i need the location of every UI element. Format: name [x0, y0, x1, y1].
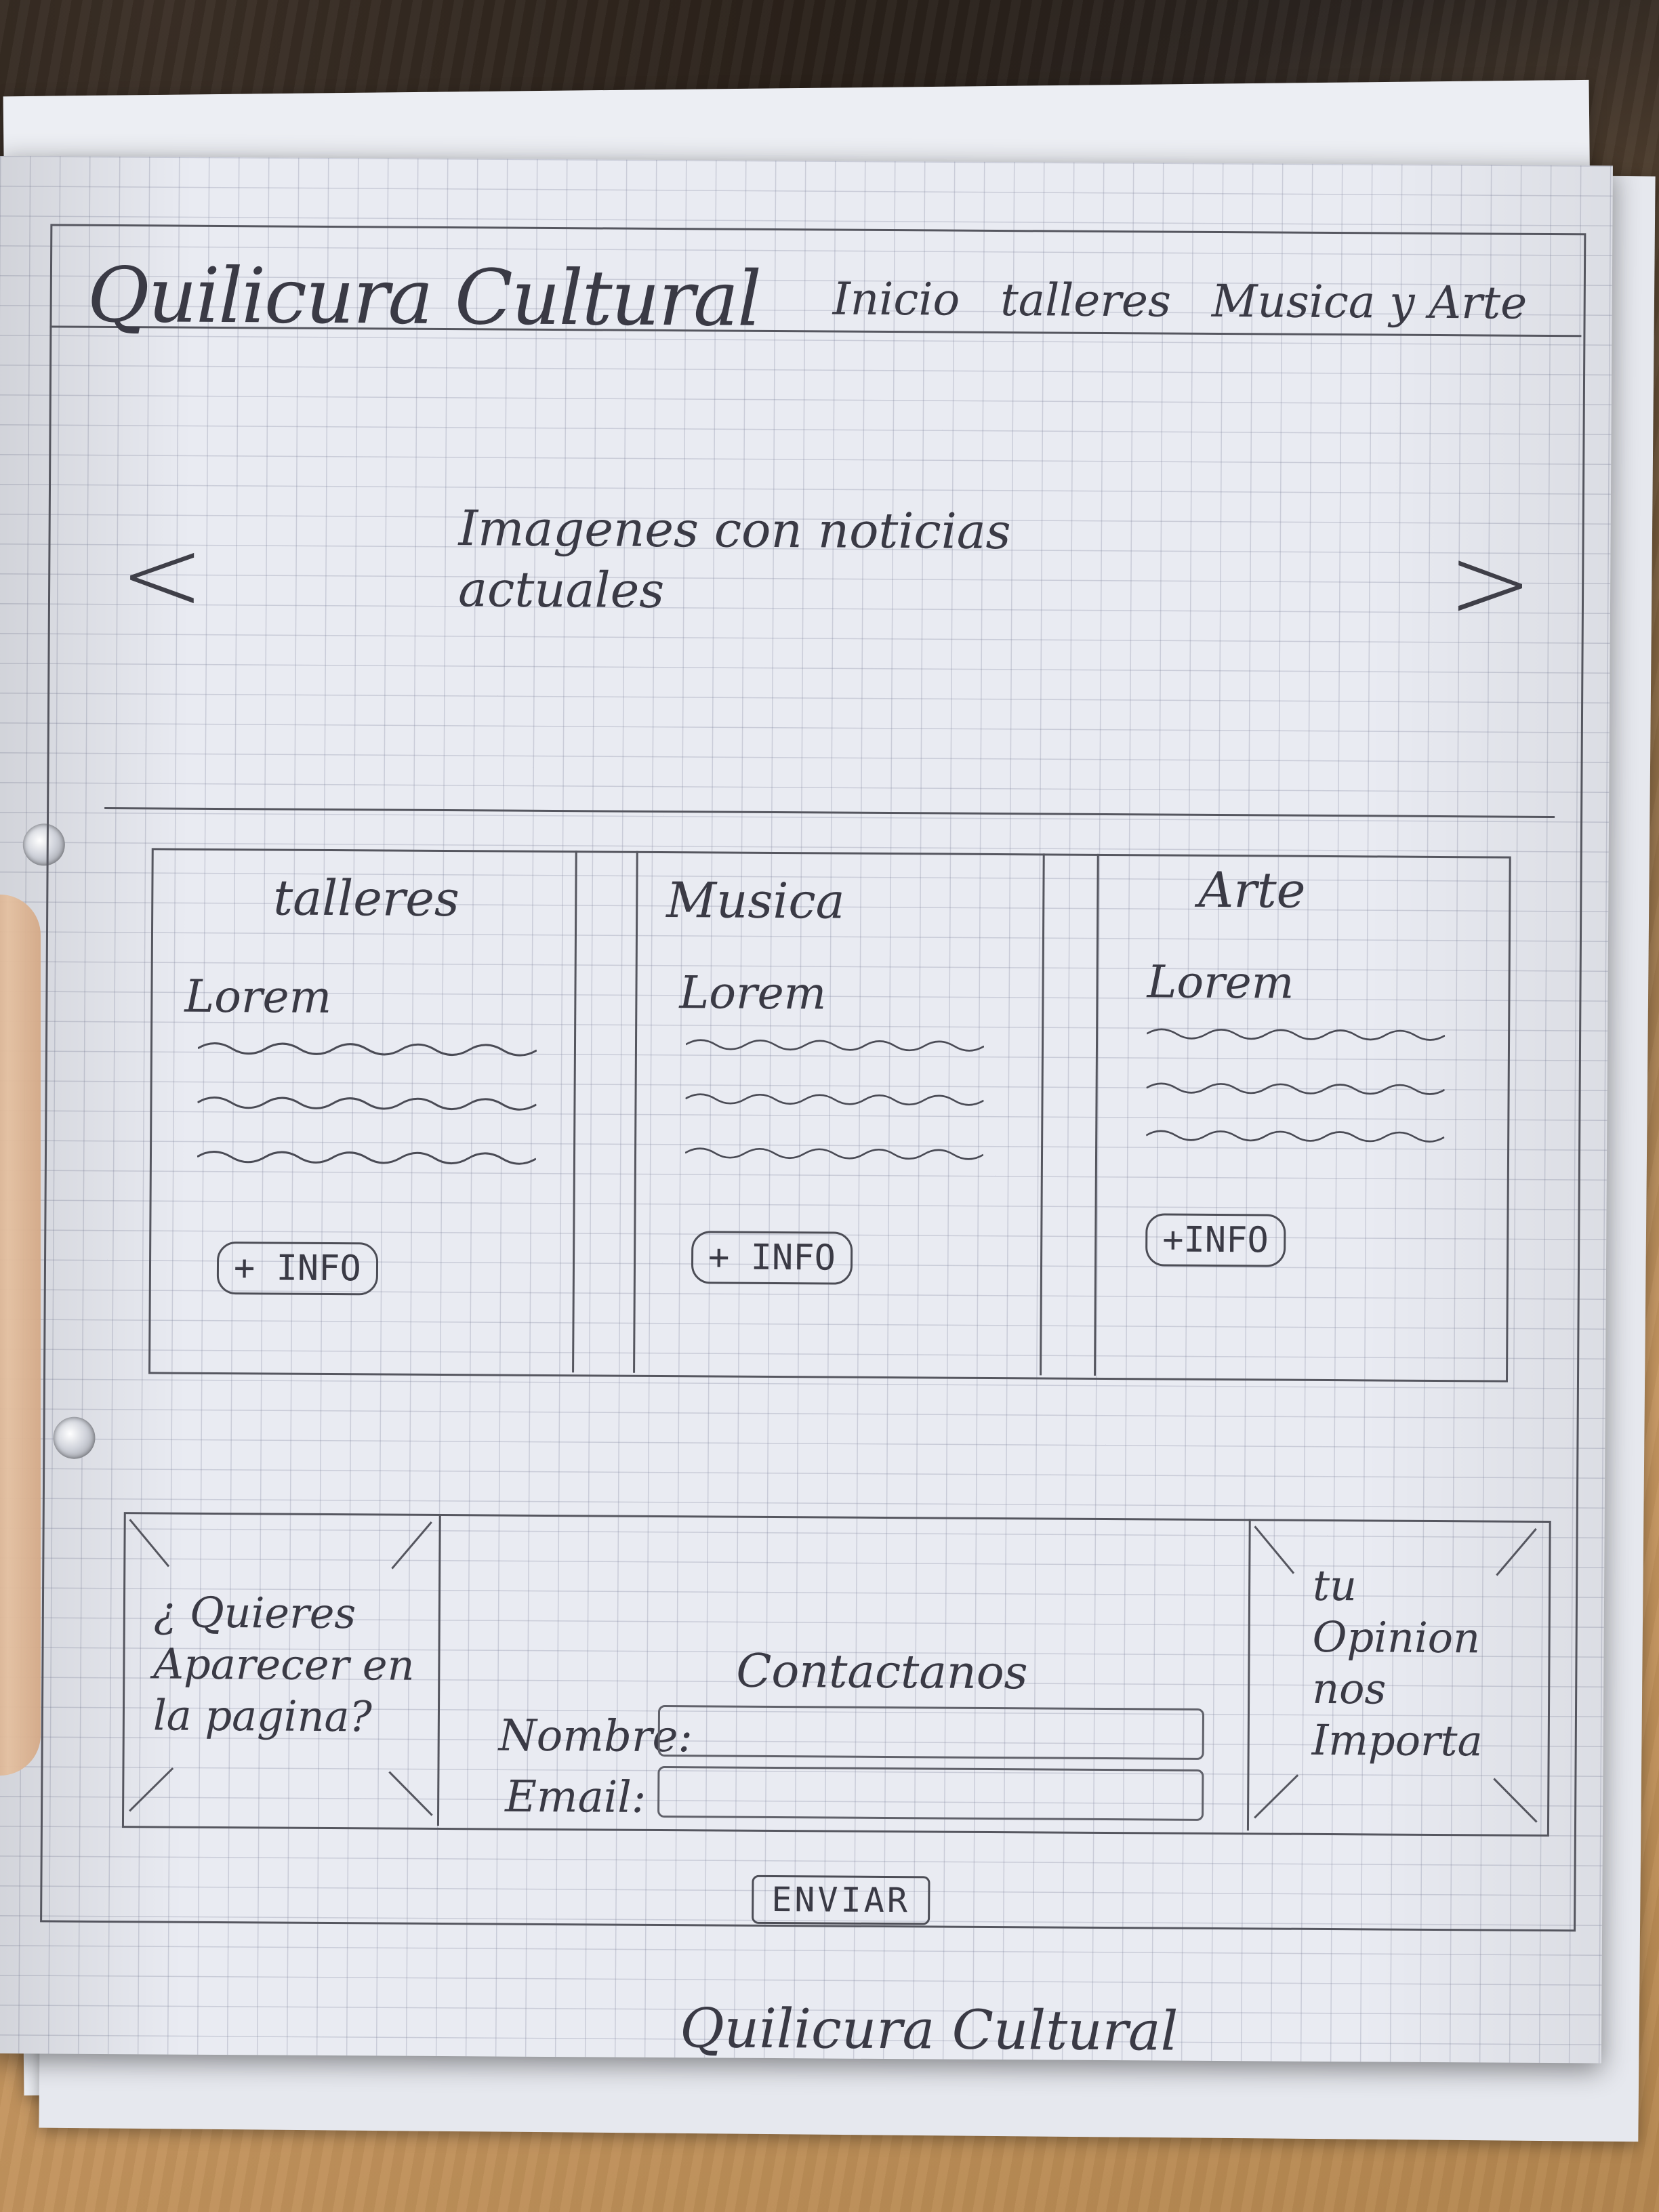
card-title-arte: Arte [1198, 861, 1306, 919]
card-lorem: Lorem [1147, 956, 1294, 1009]
text-placeholder-line [1146, 1130, 1445, 1143]
card-lorem: Lorem [184, 970, 332, 1024]
info-button-musica[interactable]: + INFO [691, 1231, 853, 1285]
email-label: Email: [504, 1771, 647, 1823]
top-nav: Inicio talleres Musica y Arte [832, 273, 1527, 329]
nav-item-inicio[interactable]: Inicio [832, 272, 960, 326]
info-button-arte[interactable]: +INFO [1145, 1213, 1286, 1267]
carousel-prev-arrow[interactable]: < [119, 516, 205, 634]
promo-opinion-text: tu Opinion nos Importa [1311, 1560, 1483, 1766]
brand-logo[interactable]: Quilicura Cultural [87, 251, 761, 344]
card-lorem: Lorem [679, 966, 827, 1020]
footer-brand: Quilicura Cultural [679, 1996, 1179, 2063]
carousel-next-arrow[interactable]: > [1447, 524, 1534, 642]
email-input[interactable] [657, 1765, 1204, 1821]
card-title-talleres: talleres [273, 869, 460, 928]
thumb [0, 895, 41, 1776]
text-placeholder-line [684, 1147, 984, 1160]
nav-item-musica-arte[interactable]: Musica y Arte [1211, 274, 1528, 329]
text-placeholder-line [685, 1039, 985, 1052]
contact-title: Contactanos [736, 1644, 1028, 1700]
card-title-musica: Musica [666, 872, 845, 930]
send-button[interactable]: ENVIAR [752, 1875, 930, 1925]
text-placeholder-line [1146, 1082, 1445, 1095]
hero-carousel-text: Imagenes con noticias actuales [457, 499, 1011, 619]
text-placeholder-line [1147, 1028, 1446, 1041]
nav-item-talleres[interactable]: talleres [1000, 274, 1172, 327]
name-input[interactable] [657, 1704, 1205, 1760]
text-placeholder-line [685, 1093, 984, 1106]
info-button-talleres[interactable]: + INFO [216, 1241, 379, 1296]
sketch-paper: Quilicura Cultural Inicio talleres Music… [0, 156, 1613, 2064]
text-placeholder-line [197, 1096, 537, 1111]
promo-appear-text: ¿ Quieres Aparecer en la pagina? [152, 1587, 415, 1742]
text-placeholder-line [197, 1150, 537, 1165]
text-placeholder-line [197, 1042, 537, 1057]
